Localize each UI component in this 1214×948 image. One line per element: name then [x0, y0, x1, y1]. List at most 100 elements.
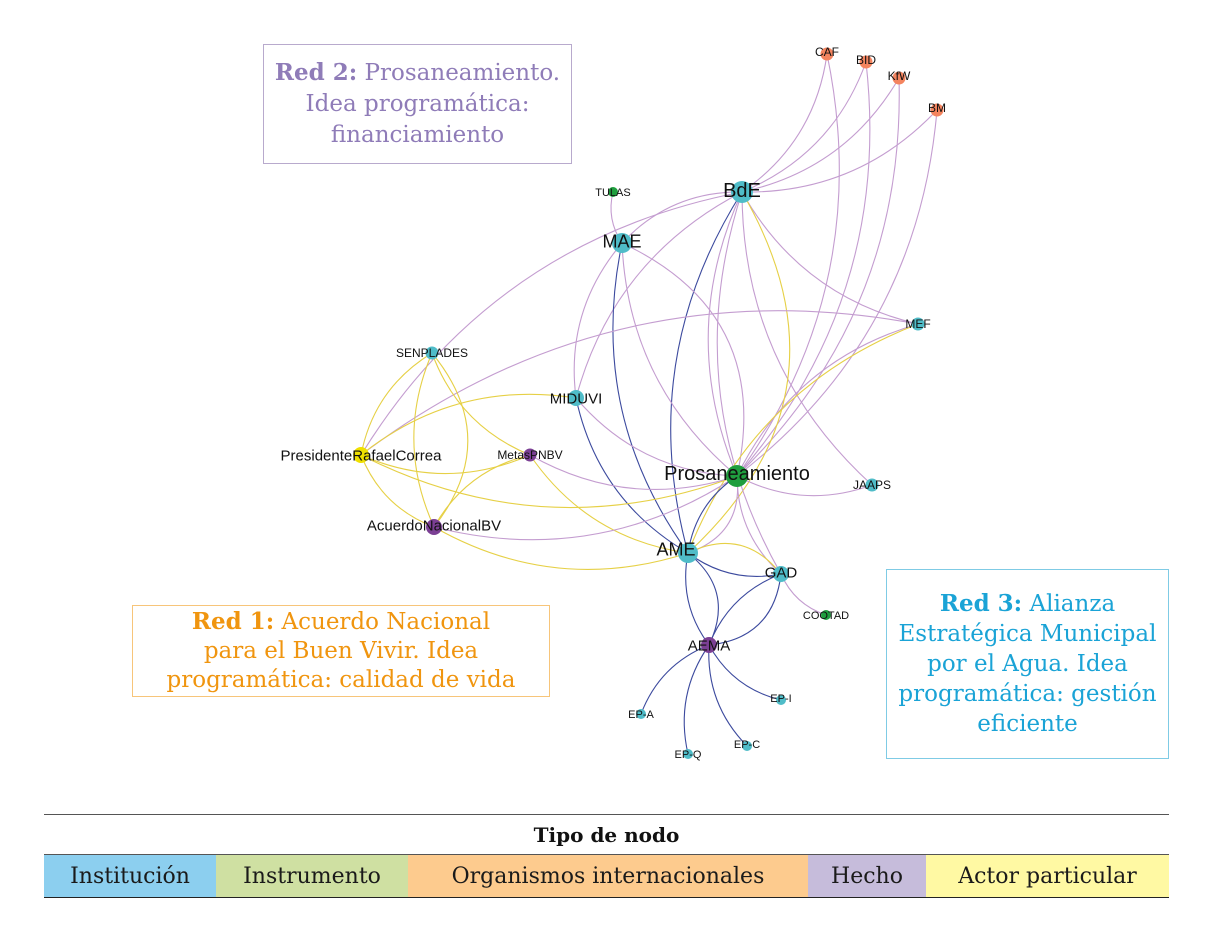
edge-aema-ep-c	[708, 644, 748, 747]
node-label: PresidenteRafaelCorrea	[281, 447, 443, 464]
legend-title: Tipo de nodo	[533, 823, 680, 847]
red3-text: Alianza	[1029, 591, 1116, 617]
node-gad: GAD	[765, 564, 797, 582]
node-bde: BdE	[723, 180, 761, 203]
node-caf: CAF	[815, 45, 839, 61]
red2-text: Prosaneamiento.	[364, 60, 561, 86]
edge-aema-ep-a	[640, 644, 710, 715]
edge-bde-bm	[741, 109, 938, 193]
edge-bde-bid	[741, 61, 867, 193]
edge-bde-caf	[741, 53, 828, 193]
edge-prosaneamiento-bid	[736, 61, 871, 477]
node-label: COOTAD	[803, 610, 849, 622]
node-marker	[608, 187, 618, 197]
red3-title: Red 3:	[939, 590, 1023, 617]
edge-prosaneamiento-jaaps	[736, 475, 873, 497]
edge-metaspnbv-acuerdonacionalbv	[433, 454, 531, 528]
node-acuerdonacionalbv: AcuerdoNacionalBV	[367, 517, 501, 535]
node-kfw: KfW	[888, 69, 911, 85]
edge-mae-prosaneamiento	[621, 242, 745, 477]
node-ep-i: EP-I	[770, 693, 792, 705]
node-label: MIDUVI	[550, 390, 603, 407]
edges-layer	[360, 53, 938, 755]
node-marker	[678, 543, 698, 563]
node-marker	[742, 741, 752, 751]
edge-mae-miduvi	[573, 242, 623, 399]
edge-ame-gad	[687, 552, 782, 577]
node-tulas: TULAS	[595, 187, 630, 199]
edge-senplades-acuerdonacionalbv	[431, 352, 469, 528]
node-bid: BID	[856, 53, 876, 69]
node-marker	[859, 55, 873, 69]
network-graph: BdECAFBIDKfWBMTULASMAEMEFSENPLADESMIDUVI…	[281, 45, 946, 761]
node-ame: AME	[656, 539, 698, 563]
edge-senplades-presidenterafaelcorrea	[360, 352, 433, 456]
edge-senplades-metaspnbv	[431, 352, 531, 456]
edge-bde-mef	[741, 191, 919, 325]
red1-line3: programática: calidad de vida	[166, 667, 516, 693]
edge-ame-gad	[687, 542, 782, 575]
node-aema: AEMA	[688, 637, 730, 654]
red1-line2: para el Buen Vivir. Idea	[203, 638, 479, 664]
edge-presidenterafaelcorrea-prosaneamiento	[360, 454, 738, 509]
red2-line3: financiamiento	[330, 122, 505, 148]
edge-prosaneamiento-bm	[736, 109, 938, 477]
edge-metaspnbv-prosaneamiento	[529, 454, 738, 491]
node-label: EP-A	[628, 709, 654, 721]
edge-miduvi-ame	[575, 397, 689, 554]
edge-acuerdonacionalbv-ame	[433, 526, 689, 570]
legend-item-institucion: Institución	[44, 855, 216, 897]
node-marker	[726, 465, 748, 487]
node-marker	[683, 749, 693, 759]
node-presidenterafaelcorrea: PresidenteRafaelCorrea	[281, 447, 443, 464]
edge-prosaneamiento-caf	[736, 53, 840, 477]
node-metaspnbv: MetasPNBV	[497, 448, 562, 462]
legend-item-organismos: Organismos internacionales	[408, 855, 808, 897]
node-ep-q: EP-Q	[675, 749, 702, 761]
node-label: JAAPS	[853, 478, 891, 492]
red2-annotation-box: Red 2: Prosaneamiento. Idea programática…	[263, 44, 572, 164]
node-label: EP-I	[770, 693, 791, 705]
node-prosaneamiento: Prosaneamiento	[664, 463, 810, 487]
node-miduvi: MIDUVI	[550, 390, 603, 407]
node-mef: MEF	[905, 317, 930, 331]
edge-mae-prosaneamiento	[621, 242, 738, 477]
legend-item-instrumento: Instrumento	[216, 855, 408, 897]
node-label: EP-C	[734, 739, 760, 751]
node-marker	[636, 709, 646, 719]
node-marker	[773, 566, 789, 582]
red1-title: Red 1:	[191, 608, 275, 635]
node-label: KfW	[888, 69, 911, 83]
node-label: EP-Q	[675, 749, 702, 761]
node-marker	[821, 610, 831, 620]
edge-mae-ame	[612, 242, 689, 554]
node-marker	[820, 47, 834, 61]
node-marker	[930, 103, 944, 117]
node-cootad: COOTAD	[803, 610, 849, 622]
edge-gad-aema	[708, 573, 782, 646]
red2-line2: Idea programática:	[305, 91, 530, 117]
node-label: BM	[928, 101, 946, 115]
node-ep-a: EP-A	[628, 709, 654, 721]
node-type-legend: Tipo de nodo Institución Instrumento Org…	[44, 814, 1169, 898]
edge-aema-ep-q	[683, 644, 710, 755]
edge-bde-jaaps	[741, 191, 873, 486]
edge-prosaneamiento-gad	[736, 475, 782, 575]
legend-top-rule	[44, 814, 1169, 815]
node-marker	[892, 71, 906, 85]
node-marker	[701, 637, 717, 653]
edge-bde-ame	[687, 191, 791, 554]
node-label: AcuerdoNacionalBV	[367, 517, 501, 534]
edge-ame-aema	[687, 552, 719, 646]
edge-prosaneamiento-kfw	[736, 77, 900, 477]
red1-text: Acuerdo Nacional	[281, 609, 491, 635]
edge-miduvi-prosaneamiento	[575, 397, 738, 477]
node-label: BdE	[723, 180, 761, 202]
edge-bde-miduvi	[575, 191, 743, 399]
red3-line2: Estratégica Municipal	[898, 621, 1157, 647]
edge-gad-aema	[708, 573, 782, 646]
node-label: BID	[856, 53, 876, 67]
edge-bde-presidenterafaelcorrea	[360, 191, 743, 456]
node-label: MetasPNBV	[497, 448, 562, 462]
red3-line3: por el Agua. Idea	[927, 651, 1128, 677]
